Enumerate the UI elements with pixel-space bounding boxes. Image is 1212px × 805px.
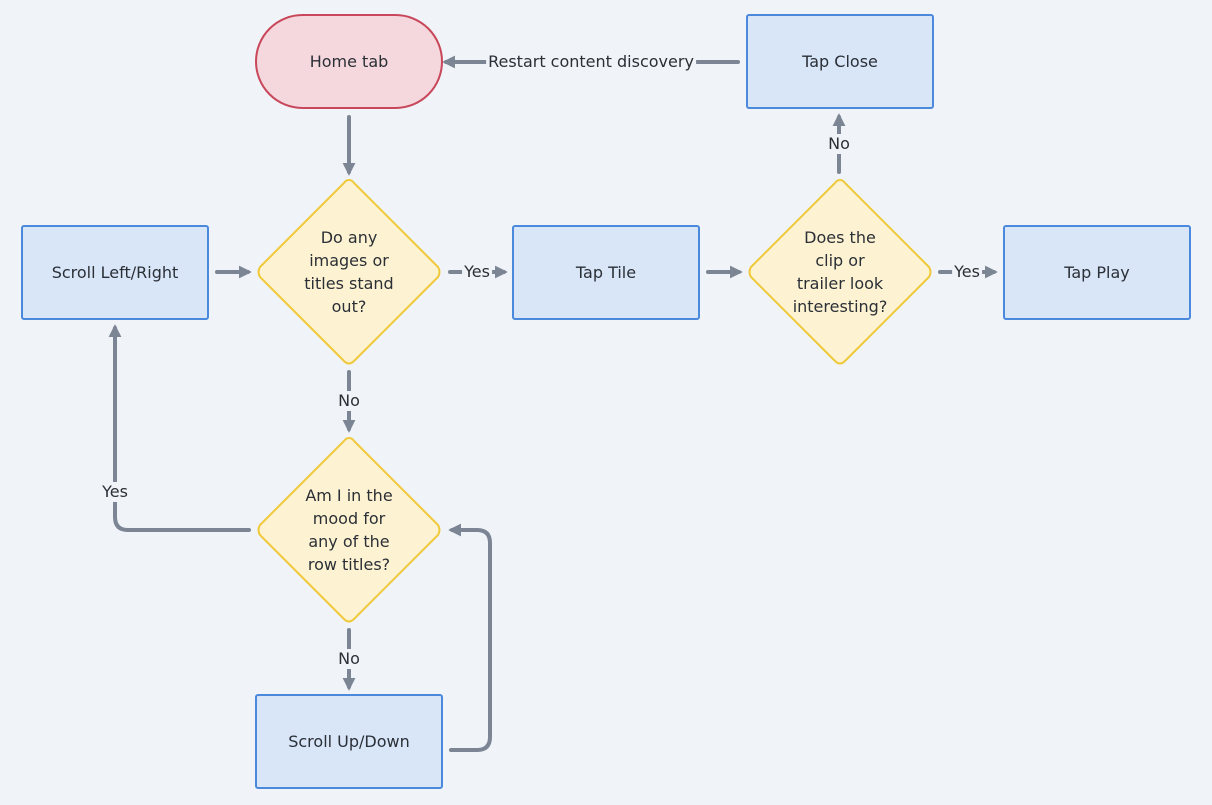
tap-tile-node[interactable]: Tap Tile bbox=[512, 225, 700, 320]
scroll-up-down-label: Scroll Up/Down bbox=[288, 732, 410, 751]
edge-label-restart: Restart content discovery bbox=[486, 52, 696, 72]
edge-mood-to-scroll-lr bbox=[108, 324, 251, 532]
edge-scroll-ud-to-mood bbox=[448, 523, 492, 752]
decision-mood-diamond bbox=[257, 436, 441, 623]
scroll-left-right-label: Scroll Left/Right bbox=[51, 263, 179, 282]
scroll-left-right-node[interactable]: Scroll Left/Right bbox=[21, 225, 209, 320]
decision-clip-label: Does the clip or trailer look interestin… bbox=[792, 228, 888, 316]
edge-label-yes-scroll-lr: Yes bbox=[100, 482, 130, 502]
decision-clip-diamond bbox=[748, 178, 932, 365]
tap-close-node[interactable]: Tap Close bbox=[746, 14, 934, 109]
edge-label-yes-play: Yes bbox=[952, 262, 982, 282]
decision-stand-out-label: Do any images or titles stand out? bbox=[304, 228, 394, 316]
decision-mood-label: Am I in the mood for any of the row titl… bbox=[305, 486, 393, 574]
decision-clip-node[interactable]: Does the clip or trailer look interestin… bbox=[746, 178, 934, 366]
tap-play-node[interactable]: Tap Play bbox=[1003, 225, 1191, 320]
edge-label-no-close: No bbox=[826, 134, 852, 154]
decision-mood-node[interactable]: Am I in the mood for any of the row titl… bbox=[255, 436, 443, 624]
tap-tile-label: Tap Tile bbox=[575, 263, 637, 282]
tap-close-label: Tap Close bbox=[802, 52, 878, 71]
edge-label-no-scroll-ud: No bbox=[336, 649, 362, 669]
home-tab-node[interactable]: Home tab bbox=[255, 14, 443, 109]
edge-label-yes-tile: Yes bbox=[462, 262, 492, 282]
home-tab-label: Home tab bbox=[309, 52, 389, 71]
edge-label-no-mood: No bbox=[336, 391, 362, 411]
decision-stand-out-diamond bbox=[257, 178, 441, 365]
scroll-up-down-node[interactable]: Scroll Up/Down bbox=[255, 694, 443, 789]
decision-stand-out-node[interactable]: Do any images or titles stand out? bbox=[255, 178, 443, 366]
tap-play-label: Tap Play bbox=[1064, 263, 1130, 282]
